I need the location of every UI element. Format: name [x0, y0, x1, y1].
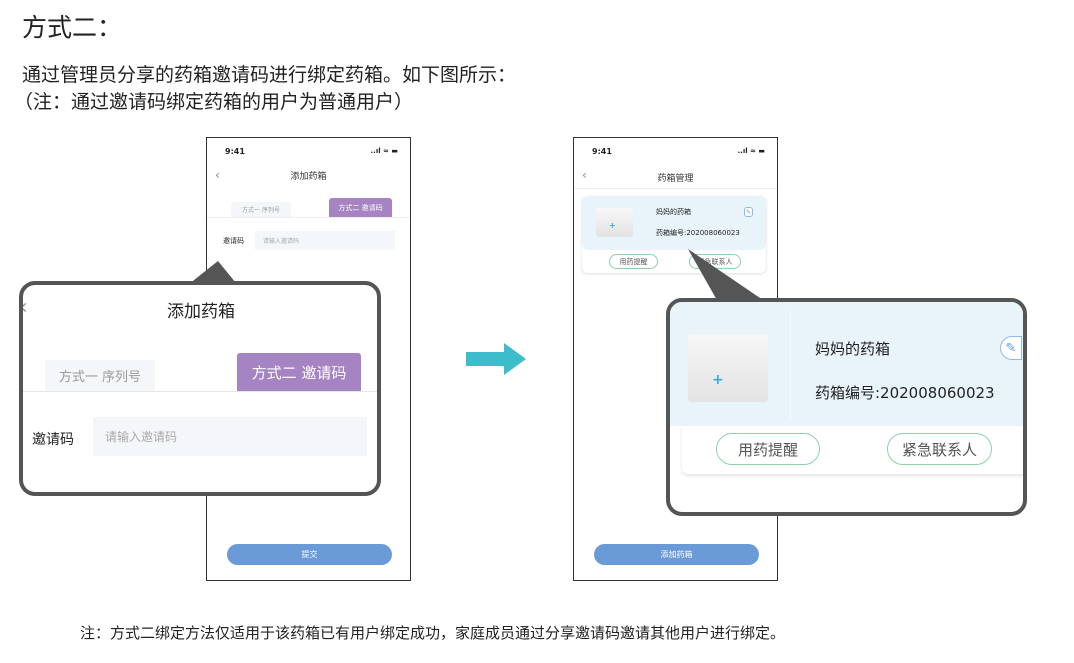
divider	[23, 391, 377, 392]
callout-pointer	[688, 249, 766, 302]
medbox-image: +	[688, 334, 768, 402]
arrow-right-icon	[466, 343, 526, 375]
section-heading: 方式二：	[22, 13, 123, 42]
medbox-name: 妈妈的药箱	[656, 208, 691, 216]
intro-note: （注：通过邀请码绑定药箱的用户为普通用户）	[14, 91, 414, 113]
back-icon[interactable]: ‹	[582, 168, 587, 182]
invite-label: 邀请码	[223, 237, 244, 245]
medbox-number: 药箱编号:202008060023	[815, 384, 995, 402]
status-icons: ..ıl ≈ ▬	[737, 147, 765, 155]
reminder-button[interactable]: 用药提醒	[716, 433, 820, 465]
submit-button[interactable]: 提交	[227, 544, 392, 565]
edit-icon[interactable]: ✎	[744, 207, 753, 217]
invite-code-input[interactable]: 请输入邀请码	[93, 417, 367, 456]
back-icon[interactable]: ‹	[19, 295, 28, 320]
edit-icon[interactable]: ✎	[1000, 336, 1022, 360]
divider	[574, 188, 777, 189]
tab-invite-code[interactable]: 方式二 邀请码	[237, 353, 361, 391]
add-medbox-button[interactable]: 添加药箱	[594, 544, 759, 565]
callout-title: 添加药箱	[167, 302, 235, 322]
reminder-button[interactable]: 用药提醒	[609, 254, 658, 269]
tab-serial[interactable]: 方式一 序列号	[45, 360, 155, 391]
page-title: 添加药箱	[290, 172, 327, 182]
callout-medbox-card: + 妈妈的药箱 药箱编号:202008060023 ✎ 用药提醒 紧急联系人	[666, 298, 1027, 516]
invite-code-input[interactable]: 请输入邀请码	[255, 231, 395, 250]
invite-label: 邀请码	[32, 432, 74, 448]
back-icon[interactable]: ‹	[215, 168, 220, 182]
medbox-card[interactable]: + 妈妈的药箱 药箱编号:202008060023 ✎ 用药提醒 紧急联系人	[582, 196, 766, 273]
status-time: 9:41	[225, 147, 245, 156]
medbox-image: +	[596, 208, 633, 237]
divider	[790, 310, 791, 420]
footer-note: 注：方式二绑定方法仅适用于该药箱已有用户绑定成功，家庭成员通过分享邀请码邀请其他…	[80, 624, 786, 642]
medbox-number: 药箱编号:202008060023	[656, 229, 740, 237]
divider	[207, 217, 410, 218]
page-title: 药箱管理	[657, 174, 694, 184]
callout-add-medbox: ‹ 添加药箱 方式一 序列号 方式二 邀请码 邀请码 请输入邀请码	[19, 281, 381, 496]
emergency-contact-button[interactable]: 紧急联系人	[887, 433, 992, 465]
medbox-name: 妈妈的药箱	[815, 340, 891, 358]
status-time: 9:41	[592, 147, 612, 156]
tab-serial[interactable]: 方式一 序列号	[231, 202, 291, 217]
tab-invite-code[interactable]: 方式二 邀请码	[329, 198, 392, 217]
status-icons: ..ıl ≈ ▬	[370, 147, 398, 155]
intro-text: 通过管理员分享的药箱邀请码进行绑定药箱。如下图所示：	[22, 64, 517, 86]
